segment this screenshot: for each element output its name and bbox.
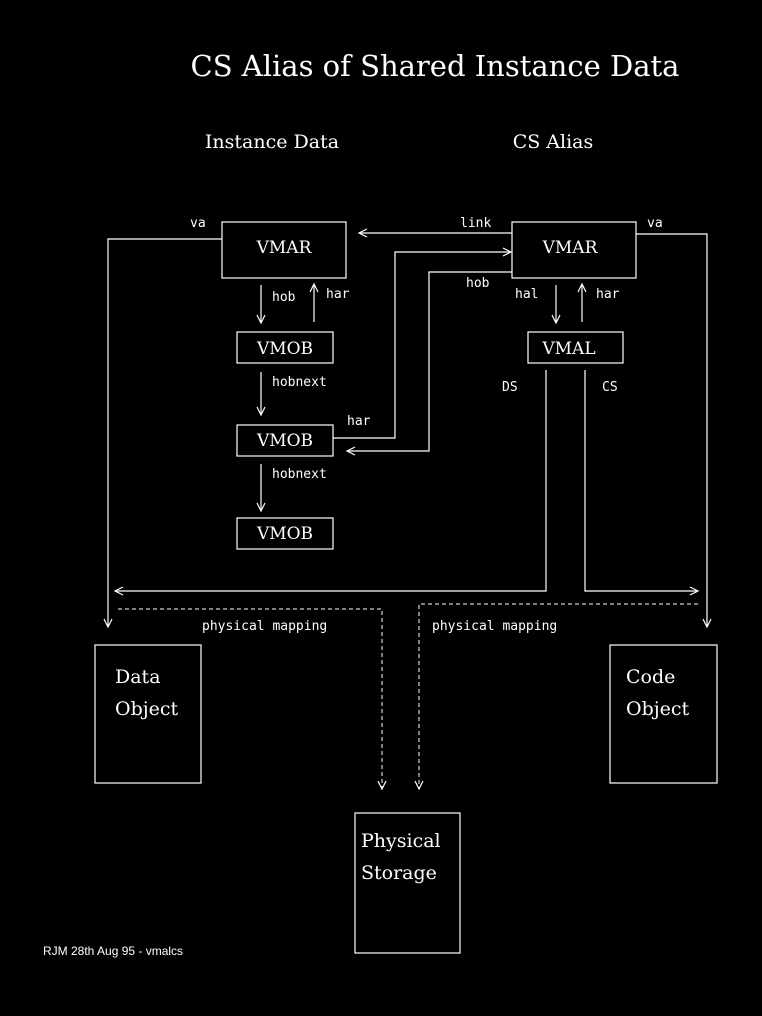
- code-object-node: Code Object: [609, 644, 718, 784]
- vmob-3-node: VMOB: [236, 517, 334, 550]
- edge-hob-right: [345, 271, 512, 456]
- vmar-left-label: VMAR: [256, 238, 313, 258]
- label-hobnext-1: hobnext: [272, 375, 327, 390]
- vmar-right-label: VMAR: [542, 238, 599, 258]
- code-object-label-line1: Code: [626, 666, 675, 688]
- label-ds: DS: [502, 380, 518, 395]
- edge-link: [357, 228, 512, 238]
- vmal-label: VMAL: [541, 339, 595, 359]
- vmob-2-node: VMOB: [236, 424, 334, 457]
- footer-credit: RJM 28th Aug 95 - vmalcs: [43, 944, 183, 958]
- heading-cs-alias: CS Alias: [513, 131, 594, 153]
- label-physical-mapping-left: physical mapping: [202, 619, 327, 634]
- vmob-2-label: VMOB: [256, 431, 313, 451]
- data-object-node: Data Object: [94, 644, 202, 784]
- physical-storage-label-line2: Storage: [361, 862, 437, 884]
- edge-physical-mapping-right: [414, 603, 698, 791]
- label-link: link: [460, 216, 491, 231]
- label-hob-right: hob: [466, 276, 490, 291]
- edge-har-left: [309, 282, 319, 322]
- edge-hob-left: [256, 285, 266, 325]
- data-object-label-line2: Object: [115, 698, 179, 720]
- edge-va-left: [103, 238, 222, 629]
- heading-instance-data: Instance Data: [205, 131, 339, 153]
- data-object-label-line1: Data: [115, 666, 161, 688]
- edge-va-right: [636, 233, 712, 629]
- edge-hal: [551, 285, 561, 325]
- edge-har-right: [577, 282, 587, 322]
- label-va-right: va: [647, 216, 663, 231]
- label-har-right: har: [596, 287, 620, 302]
- physical-storage-node: Physical Storage: [354, 812, 461, 954]
- label-hobnext-2: hobnext: [272, 467, 327, 482]
- vmar-right-node: VMAR: [511, 221, 637, 279]
- diagram-title: CS Alias of Shared Instance Data: [191, 49, 680, 83]
- code-object-label-line2: Object: [626, 698, 690, 720]
- physical-storage-label-line1: Physical: [361, 830, 441, 852]
- label-va-left: va: [190, 216, 206, 231]
- vmar-left-node: VMAR: [221, 221, 347, 279]
- label-har-mid: har: [347, 414, 371, 429]
- label-har-left: har: [326, 287, 350, 302]
- vmob-3-label: VMOB: [256, 524, 313, 544]
- edge-har-mid: [333, 247, 513, 439]
- label-cs: CS: [602, 380, 618, 395]
- vmob-1-label: VMOB: [256, 339, 313, 359]
- vmal-node: VMAL: [527, 331, 624, 364]
- edge-cs: [584, 370, 700, 596]
- label-hob-left: hob: [272, 290, 296, 305]
- vmob-1-node: VMOB: [236, 331, 334, 364]
- edge-physical-mapping-left: [118, 608, 387, 791]
- edge-ds: [113, 370, 547, 596]
- label-physical-mapping-right: physical mapping: [432, 619, 557, 634]
- label-hal: hal: [515, 287, 538, 302]
- edge-hobnext-1: [256, 372, 266, 417]
- edge-hobnext-2: [256, 464, 266, 513]
